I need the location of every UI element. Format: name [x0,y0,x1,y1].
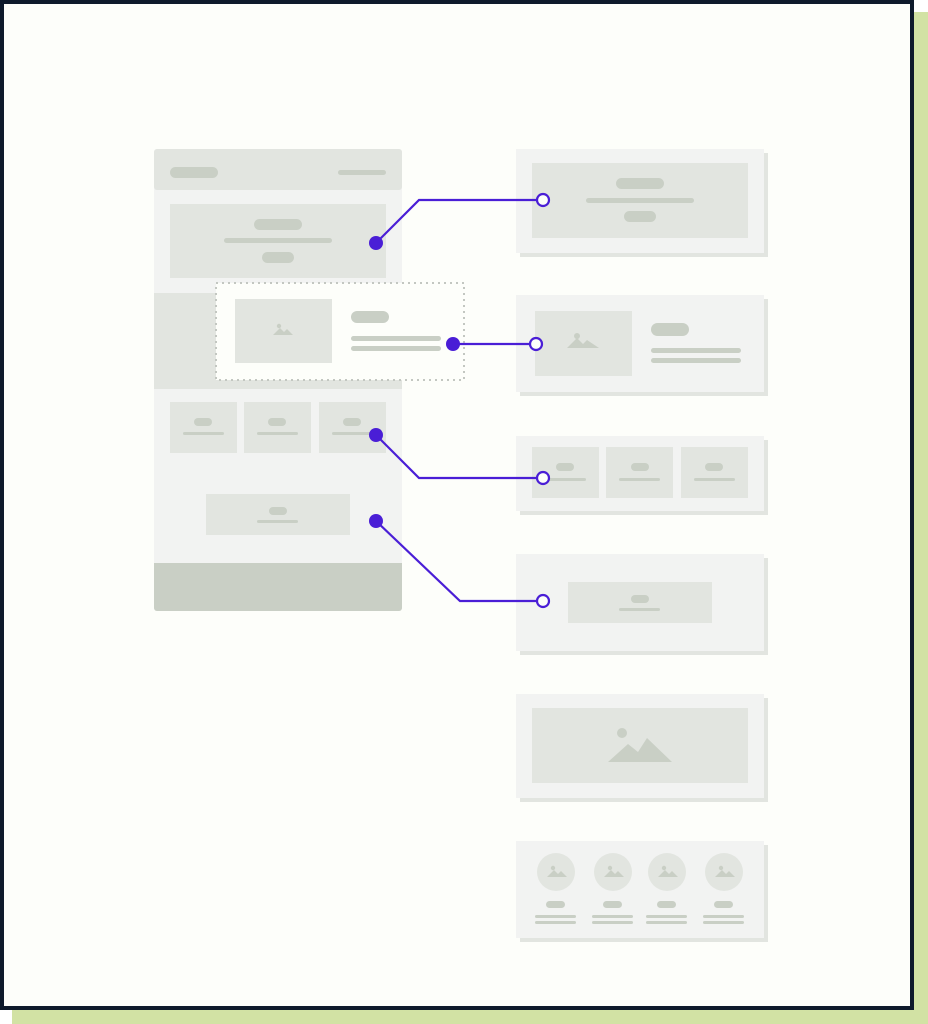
page-three-columns [170,402,386,453]
page-callout [154,465,402,563]
selected-media-text-card[interactable] [215,282,465,381]
image-icon [608,728,672,762]
component-hero[interactable] [516,149,768,257]
header-nav-line [338,170,386,175]
component-callout[interactable] [516,554,768,655]
component-library [516,149,768,942]
connector-media-text [446,336,544,352]
page-footer [154,563,402,611]
component-three-columns[interactable] [516,436,768,515]
connectors [369,192,551,609]
connector-callout [369,514,551,609]
component-image-banner[interactable] [516,694,768,802]
connector-three-columns [369,428,551,486]
component-media-text[interactable] [516,295,768,396]
page-hero [170,204,386,278]
component-four-avatars[interactable] [516,841,768,942]
page-header [154,149,402,190]
connector-hero [369,192,551,250]
header-logo-pill [170,167,218,178]
